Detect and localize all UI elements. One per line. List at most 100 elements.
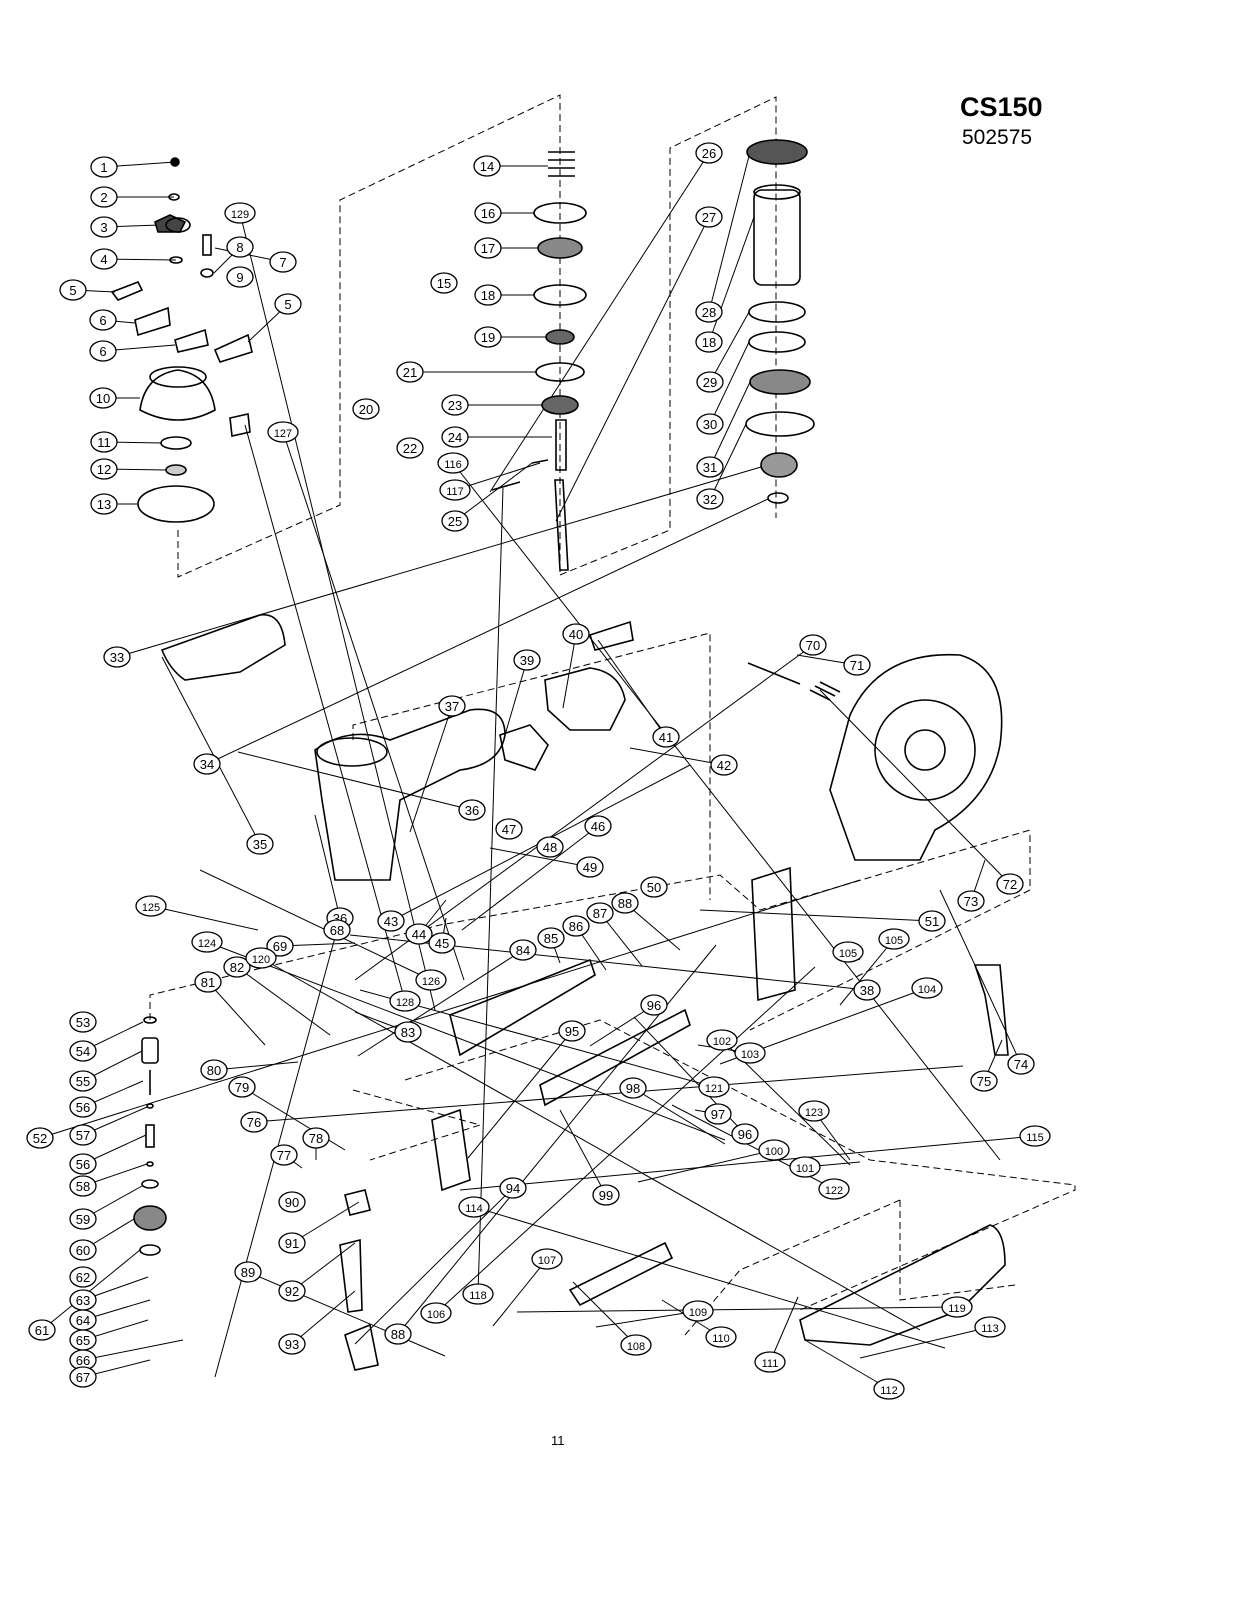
callout-label: 84	[516, 943, 530, 958]
callout-label: 80	[207, 1063, 221, 1078]
part-callout-94: 94	[499, 1177, 527, 1199]
callout-label: 108	[627, 1341, 645, 1353]
callout-label: 81	[201, 975, 215, 990]
callout-label: 63	[76, 1293, 90, 1308]
callout-label: 49	[583, 860, 597, 875]
part-callout-24: 24	[441, 426, 469, 448]
part-callout-113: 113	[974, 1316, 1006, 1338]
callout-label: 112	[880, 1385, 898, 1397]
callout-label: 91	[285, 1236, 299, 1251]
leader-line	[769, 1296, 799, 1363]
callout-circle	[228, 1076, 256, 1098]
part-callout-27: 27	[695, 206, 723, 228]
part-callout-111: 111	[754, 1351, 786, 1373]
callout-label: 94	[506, 1181, 520, 1196]
callout-label: 96	[647, 998, 661, 1013]
callout-label: 23	[448, 398, 462, 413]
callout-circle	[278, 1280, 306, 1302]
part-callout-11: 11	[90, 431, 118, 453]
callout-circle	[474, 326, 502, 348]
callout-label: 129	[231, 209, 249, 221]
part-callout-81: 81	[194, 971, 222, 993]
callout-circle	[474, 237, 502, 259]
callout-label: 54	[76, 1044, 90, 1059]
model-title: CS150	[960, 92, 1043, 122]
part-callout-41: 41	[652, 726, 680, 748]
callout-circle	[396, 361, 424, 383]
callout-circle	[69, 1175, 97, 1197]
part-callout-20: 20	[352, 398, 380, 420]
callout-label: 101	[796, 1163, 814, 1175]
callout-circle	[789, 1156, 821, 1178]
callout-circle	[513, 649, 541, 671]
callout-label: 96	[738, 1127, 752, 1142]
leader-line	[116, 466, 762, 658]
callout-circle	[698, 1076, 730, 1098]
callout-circle	[90, 248, 118, 270]
callout-label: 107	[538, 1255, 556, 1267]
callout-circle	[706, 1029, 738, 1051]
callout-label: 60	[76, 1243, 90, 1258]
part-callout-9: 9	[226, 266, 254, 288]
leader-line	[597, 639, 667, 738]
callout-circle	[200, 1059, 228, 1081]
part-callout-117: 117	[439, 479, 471, 501]
callout-circle	[69, 1266, 97, 1288]
callout-label: 5	[69, 283, 76, 298]
callout-label: 35	[253, 837, 267, 852]
callout-label: 4	[100, 252, 107, 267]
leader-line	[260, 957, 921, 1331]
part-callout-99: 99	[592, 1184, 620, 1206]
part-callout-73: 73	[957, 890, 985, 912]
callout-label: 75	[977, 1074, 991, 1089]
callout-label: 48	[543, 840, 557, 855]
callout-label: 114	[465, 1203, 483, 1215]
callout-label: 34	[200, 757, 214, 772]
leader-line	[359, 989, 715, 1088]
part-callout-47: 47	[495, 818, 523, 840]
part-callout-51: 51	[918, 910, 946, 932]
part-callout-42: 42	[710, 754, 738, 776]
callout-label: 6	[99, 344, 106, 359]
callout-circle	[586, 902, 614, 924]
part-callout-85: 85	[537, 927, 565, 949]
leader-line	[473, 1206, 946, 1349]
part-callout-65: 65	[69, 1329, 97, 1351]
callout-circle	[69, 1096, 97, 1118]
part-callout-19: 19	[474, 326, 502, 348]
part-callout-96: 96	[731, 1123, 759, 1145]
leader-line	[939, 889, 1022, 1065]
callout-circle	[911, 977, 943, 999]
callout-circle	[441, 426, 469, 448]
callout-circle	[278, 1232, 306, 1254]
callout-label: 102	[713, 1036, 731, 1048]
callout-circle	[26, 1127, 54, 1149]
callout-circle	[90, 431, 118, 453]
callout-label: 42	[717, 758, 731, 773]
callout-label: 21	[403, 365, 417, 380]
part-callout-87: 87	[586, 902, 614, 924]
part-callout-98: 98	[619, 1077, 647, 1099]
callout-circle	[89, 309, 117, 331]
callout-label: 59	[76, 1212, 90, 1227]
callout-circle	[246, 833, 274, 855]
part-callout-48: 48	[536, 836, 564, 858]
part-callout-68: 68	[323, 919, 351, 941]
callout-circle	[696, 413, 724, 435]
callout-circle	[843, 654, 871, 676]
callout-label: 125	[142, 902, 160, 914]
callout-label: 15	[437, 276, 451, 291]
part-callout-63: 63	[69, 1289, 97, 1311]
callout-circle	[278, 1333, 306, 1355]
callout-circle	[234, 1261, 262, 1283]
part-callout-125: 125	[135, 895, 167, 917]
part-callout-126: 126	[415, 969, 447, 991]
part-callout-4: 4	[90, 248, 118, 270]
part-callout-69: 69	[266, 935, 294, 957]
part-callout-105: 105	[832, 941, 864, 963]
callout-circle	[1007, 1053, 1035, 1075]
callout-circle	[69, 1366, 97, 1388]
callout-label: 25	[448, 514, 462, 529]
leader-line	[804, 1339, 890, 1390]
